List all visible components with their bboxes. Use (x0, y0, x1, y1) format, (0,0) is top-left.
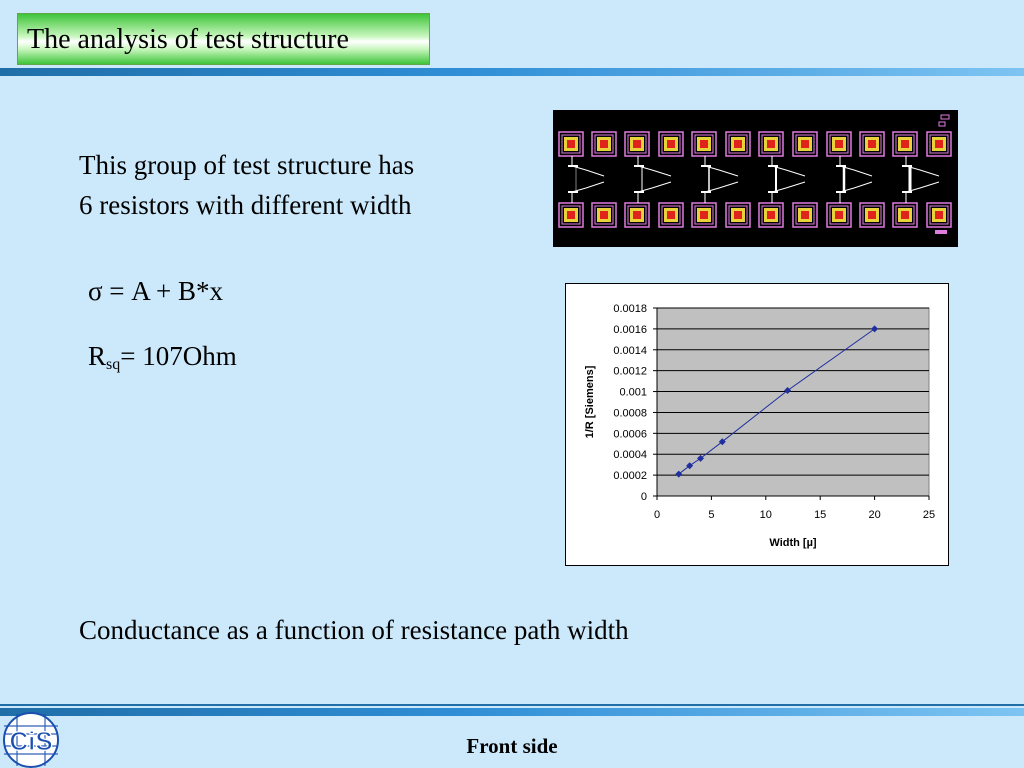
bond-pad (892, 202, 918, 228)
y-tick-label: 0.0008 (613, 407, 647, 419)
bond-pad (725, 202, 751, 228)
y-tick-label: 0.0002 (613, 470, 647, 482)
resistor-trace (768, 156, 806, 203)
x-tick-label: 25 (923, 509, 935, 521)
bond-pad (792, 202, 818, 228)
resistor-trace (836, 156, 873, 203)
x-axis-title: Width [µ] (769, 537, 817, 549)
bond-pad (624, 131, 650, 157)
caption: Conductance as a function of resistance … (79, 615, 629, 645)
data-point (718, 438, 726, 446)
x-tick-label: 20 (868, 509, 880, 521)
resistor-trace (634, 156, 672, 203)
bond-pad (892, 131, 918, 157)
x-tick-label: 15 (814, 509, 826, 521)
top-rule (0, 68, 1024, 76)
intro-text: This group of test structure has 6 resis… (79, 145, 414, 225)
resistor-trace (902, 156, 940, 203)
bond-pad (591, 202, 617, 228)
cis-logo: CiS (3, 712, 59, 768)
resistor-trace (701, 156, 739, 203)
data-point (784, 387, 792, 395)
x-tick-label: 5 (708, 509, 714, 521)
plot-area (656, 307, 930, 497)
bond-pad (758, 202, 784, 228)
y-tick-label: 0.0012 (613, 366, 647, 378)
bottom-rule (0, 708, 1024, 716)
title-box: The analysis of test structure (17, 13, 430, 65)
y-tick-label: 0.0016 (613, 324, 647, 336)
bond-pad (691, 131, 717, 157)
alignment-mark (938, 121, 946, 127)
rsq-value: = 107Ohm (120, 341, 237, 371)
bond-pad (691, 202, 717, 228)
rsq-subscript: sq (106, 356, 121, 373)
y-tick-label: 0.001 (619, 387, 647, 399)
intro-line-1: This group of test structure has (79, 150, 415, 180)
footer-label: Front side (466, 734, 558, 758)
bond-pad (658, 202, 684, 228)
sheet-resistance: Rsq= 107Ohm (88, 336, 237, 385)
x-tick-label: 10 (760, 509, 772, 521)
bond-pad (926, 202, 952, 228)
x-tick-label: 0 (654, 509, 660, 521)
y-tick-label: 0.0004 (613, 449, 647, 461)
bond-pad (792, 131, 818, 157)
y-tick-label: 0.0014 (613, 345, 647, 357)
data-point (697, 454, 705, 462)
formula: σ = A + B*x (88, 276, 224, 306)
resistor-trace (568, 156, 605, 203)
data-point (675, 470, 683, 478)
bottom-thin-rule (0, 704, 1024, 706)
bond-pad (725, 131, 751, 157)
alignment-mark (935, 230, 947, 234)
alignment-mark (940, 114, 950, 120)
test-structure-layout-image (553, 110, 958, 247)
bond-pad (859, 202, 885, 228)
rsq-symbol: R (88, 341, 107, 371)
logo-text: CiS (9, 726, 52, 756)
bond-pad (826, 202, 852, 228)
slide-title: The analysis of test structure (27, 24, 349, 55)
conductance-chart: 0 0.0002 0.0004 0.0006 0.0008 0.001 0.0012 0.00… (565, 283, 949, 566)
bond-pad (558, 131, 584, 157)
y-tick-label: 0.0006 (613, 428, 647, 440)
bond-pad (926, 131, 952, 157)
bond-pad (859, 131, 885, 157)
bond-pad (591, 131, 617, 157)
chart-svg: 0 0.0002 0.0004 0.0006 0.0008 0.001 0.0012 0.00… (584, 303, 935, 549)
data-point (871, 325, 879, 333)
layout-drawing (558, 114, 952, 234)
bond-pad (558, 202, 584, 228)
data-point (686, 462, 694, 470)
bond-pad (758, 131, 784, 157)
intro-line-2: 6 resistors with different width (79, 190, 412, 220)
y-tick-label: 0 (641, 491, 647, 503)
y-axis-title: 1/R [Siemens] (584, 365, 596, 438)
bond-pad (658, 131, 684, 157)
y-tick-label: 0.0018 (613, 303, 647, 315)
bond-pad (826, 131, 852, 157)
bond-pad (624, 202, 650, 228)
